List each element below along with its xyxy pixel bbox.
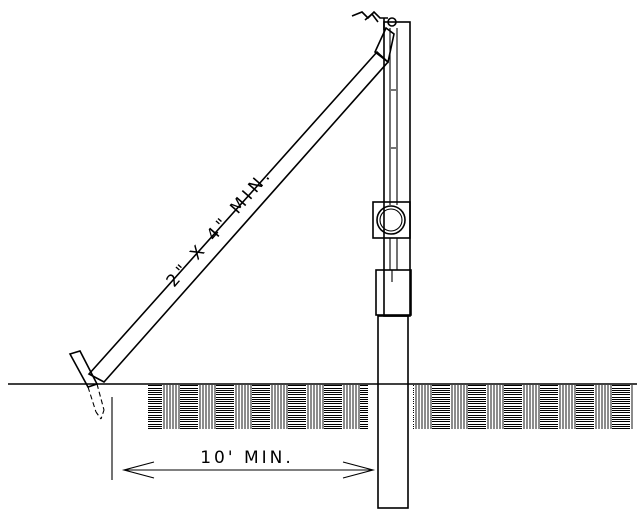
brace-size-label: 2" X 4" MIN. [163,164,277,291]
brace [87,26,395,384]
arrowhead-left [121,461,155,479]
stake [68,350,105,420]
pole-lower [377,315,409,509]
junction-box [375,269,412,316]
signal-head [372,201,411,239]
arrowhead-right [342,461,376,479]
distance-label: 10' MIN. [200,448,294,468]
signal-lens [376,205,406,235]
top-clamp [351,10,397,30]
dimension-10ft [111,397,376,480]
pole [377,21,411,509]
earth-hatch-right [413,385,633,429]
earth-hatch-left [148,385,368,429]
